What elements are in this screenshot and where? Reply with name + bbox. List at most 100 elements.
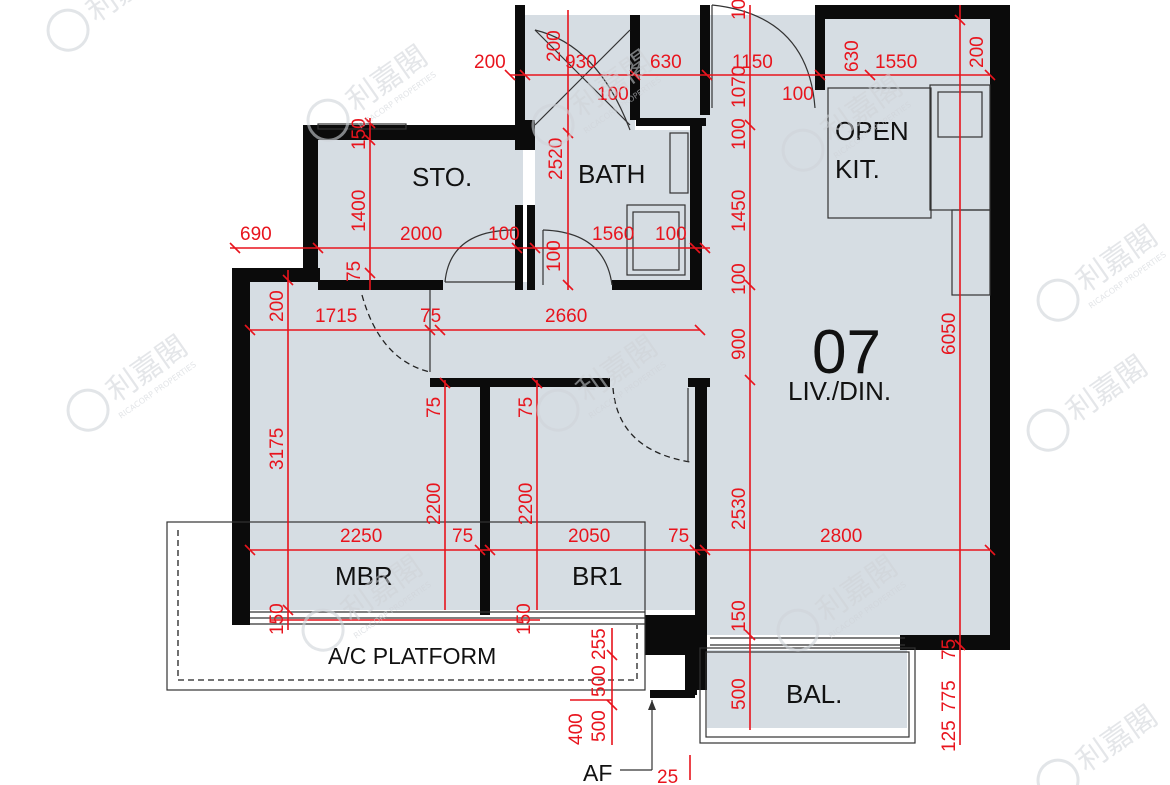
wall [430, 378, 610, 387]
room-label-mbr: MBR [335, 561, 393, 591]
watermark-logo: 利嘉閣 [46, 0, 174, 52]
room-label-liv-din: LIV./DIN. [788, 376, 891, 406]
dim-label: 150 [514, 603, 535, 635]
wall [232, 605, 250, 625]
dim-label: 1070 [729, 66, 750, 108]
dim-label: 1715 [315, 306, 357, 327]
dim-label: 150 [349, 118, 370, 150]
wall [650, 690, 695, 698]
dim-label: 2530 [729, 488, 750, 530]
dim-label: 150 [267, 603, 288, 635]
wall [695, 380, 707, 690]
dim-label: 1400 [349, 190, 370, 232]
room-label-bath: BATH [578, 159, 645, 189]
unit-number: 07 [812, 318, 881, 387]
dim-label: 100 [597, 84, 629, 105]
dim-label: 3175 [267, 428, 288, 470]
watermark-logo: 利嘉閣 RICACORP PROPERTIES [66, 329, 198, 432]
dim-label: 75 [424, 397, 445, 418]
dim-label: 100 [729, 263, 750, 295]
dim-label: 900 [729, 328, 750, 360]
dim-label: 2200 [424, 483, 445, 525]
room-label-open: OPEN [835, 116, 909, 146]
br1-floor [487, 378, 695, 610]
dim-label: 100 [488, 224, 520, 245]
dim-label: 930 [565, 52, 597, 73]
wall [815, 5, 825, 90]
kitchen-store-floor [640, 15, 705, 120]
dim-label: 25 [657, 767, 678, 785]
dim-label: 1150 [732, 52, 773, 73]
dim-label: 400 [566, 713, 587, 745]
dim-label: 200 [967, 36, 988, 68]
wall [232, 268, 320, 282]
dim-label: 1450 [729, 190, 750, 232]
dim-label: 100 [729, 118, 750, 150]
dim-label: 100 [655, 224, 687, 245]
dim-label: 690 [240, 224, 272, 245]
dim-label: 1560 [592, 224, 634, 245]
svg-text:利嘉閣: 利嘉閣 [1060, 349, 1154, 429]
dimension-ticks [229, 14, 996, 711]
watermark-logo: 利嘉閣 RICACORP PROPERTIES [1036, 219, 1168, 322]
wall [515, 5, 525, 125]
svg-text:利嘉閣: 利嘉閣 [80, 0, 174, 29]
wall [232, 268, 250, 618]
wall [820, 5, 1010, 19]
dim-label: 775 [939, 680, 960, 712]
dimension-labels: 200 930 630 100 1150 100 1550 690 2000 1… [240, 0, 988, 785]
dim-label: 200 [474, 52, 506, 73]
dim-label: 2250 [340, 526, 382, 547]
af-pointer [620, 700, 656, 771]
room-label-kit: KIT. [835, 154, 880, 184]
dim-label: 630 [842, 40, 863, 72]
dim-label: 75 [516, 397, 537, 418]
dim-label: 100 [729, 0, 750, 20]
dim-label: 150 [729, 600, 750, 632]
dim-label: 100 [544, 240, 565, 272]
dim-label: 500 [589, 665, 610, 697]
wall [990, 5, 1010, 650]
wall [630, 15, 640, 120]
wall [685, 650, 697, 695]
dim-label: 2050 [568, 526, 610, 547]
dim-label: 75 [939, 639, 960, 660]
room-label-sto: STO. [412, 162, 472, 192]
dim-label: 75 [420, 306, 441, 327]
wall [645, 615, 700, 655]
ac-platform-outline [166, 521, 646, 691]
watermark-logo: 利嘉閣 [1026, 349, 1154, 452]
wall [700, 5, 710, 115]
dim-label: 6050 [939, 313, 960, 355]
wall [480, 385, 490, 615]
dim-label: 2520 [546, 138, 567, 180]
room-labels: STO. BATH OPEN KIT. 07 LIV./DIN. MBR BR1… [328, 116, 909, 785]
dim-label: 75 [668, 526, 689, 547]
room-label-ac-platform: A/C PLATFORM [328, 643, 496, 669]
dim-label: 2800 [820, 526, 862, 547]
wall [612, 280, 702, 290]
dim-label: 75 [452, 526, 473, 547]
watermark-logo: 利嘉閣 [1036, 699, 1164, 785]
label-af: AF [583, 760, 612, 785]
room-label-bal: BAL. [786, 679, 842, 709]
wall [303, 125, 318, 270]
dimension-lines [230, 5, 990, 780]
bal-floor [707, 650, 907, 728]
dim-label: 100 [782, 84, 814, 105]
mbr-floor [250, 378, 485, 610]
dim-label: 200 [267, 290, 288, 322]
dim-label: 200 [544, 30, 565, 62]
wall [690, 125, 702, 290]
dim-label: 630 [650, 52, 682, 73]
wall [515, 120, 535, 150]
wall [636, 118, 706, 126]
corridor-floor [250, 282, 710, 380]
dim-label: 500 [729, 678, 750, 710]
wall [318, 280, 443, 290]
dim-label: 125 [939, 720, 960, 752]
room-label-br1: BR1 [572, 561, 623, 591]
wall [900, 635, 1010, 650]
doors [361, 4, 816, 463]
